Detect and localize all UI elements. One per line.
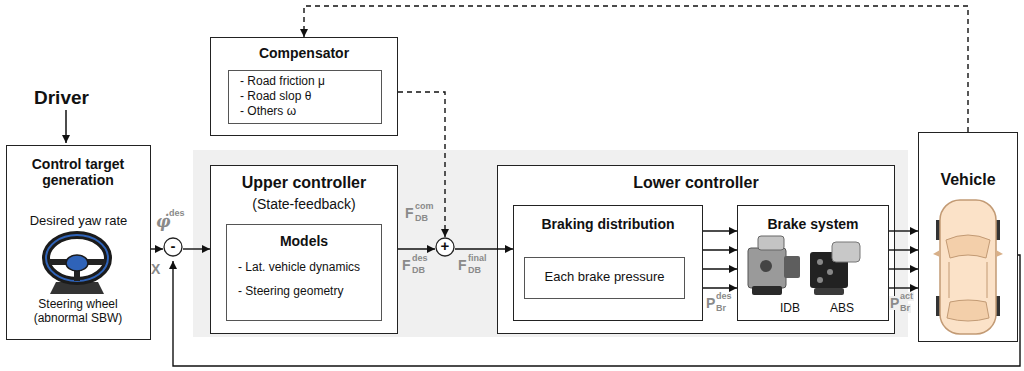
signal-symbol: φ̇ xyxy=(156,214,170,230)
controller-band xyxy=(193,150,908,337)
model-box: Models - Lat. vehicle dynamics - Steering … xyxy=(226,224,382,321)
box-text: - Others ω xyxy=(237,105,379,119)
summing-junction: - xyxy=(163,237,183,261)
box-text: ABS xyxy=(820,302,864,316)
box-title: Each brake pressure xyxy=(525,270,684,285)
box-text: Desired yaw rate xyxy=(7,214,150,229)
signal-symbol: F xyxy=(402,258,411,272)
signal-subscript: DB xyxy=(415,214,428,223)
box-text: Steering wheel (abnormal SBW) xyxy=(24,298,132,326)
signal-superscript: final xyxy=(468,254,487,263)
signal-superscript: com xyxy=(415,202,434,211)
signal-superscript: des xyxy=(716,292,732,301)
signal-arrow xyxy=(889,287,918,288)
signal-arrow xyxy=(889,249,918,250)
signal-superscript: act xyxy=(899,292,914,301)
driver-arrow xyxy=(65,110,67,143)
signal-superscript: des xyxy=(169,209,185,218)
box-text: - Lat. vehicle dynamics xyxy=(235,261,379,275)
signal-subscript: DB xyxy=(412,266,425,275)
signal-arrow xyxy=(703,230,737,231)
actor-label: Driver xyxy=(34,88,89,107)
box-title: Braking distribution xyxy=(514,216,702,232)
signal-arrow xyxy=(173,255,1020,366)
box-title: Brake system xyxy=(738,216,888,232)
box-title: - xyxy=(163,237,183,255)
idb-unit-icon xyxy=(748,236,800,295)
abs-unit-icon xyxy=(810,242,860,295)
signal-arrow xyxy=(398,248,435,249)
box-text: IDB xyxy=(768,302,812,316)
signal-symbol: X xyxy=(151,262,160,276)
disturbance-list: - Road friction μ- Road slop θ- Others ω xyxy=(228,70,382,124)
signal-superscript: des xyxy=(412,254,428,263)
signal-symbol: F xyxy=(458,258,467,272)
box-title: Models xyxy=(227,233,381,249)
feedback-arrow xyxy=(398,92,445,237)
target-box: Control target generationDesired yaw rat… xyxy=(6,145,151,340)
signal-arrow xyxy=(703,287,737,288)
signal-arrow xyxy=(455,248,513,249)
vehicle-box: Vehicle xyxy=(918,132,1018,342)
signal-arrow xyxy=(183,248,210,249)
signal-subscript: Br xyxy=(899,304,911,313)
box-title: Control target generation xyxy=(14,156,142,188)
signal-arrow xyxy=(703,268,737,269)
box-title: Compensator xyxy=(211,45,397,61)
box-title: Vehicle xyxy=(919,171,1017,189)
controller-box: Upper controller (State-feedback) Models - … xyxy=(210,165,398,334)
distribution-box: Braking distributionEach brake pressure xyxy=(513,205,703,321)
signal-subscript: Br xyxy=(716,304,726,313)
box-title: Lower controller xyxy=(498,174,894,192)
box-text: - Steering geometry xyxy=(235,285,379,299)
signal-symbol: P xyxy=(706,296,715,310)
car-top-view xyxy=(933,200,1003,334)
summing-junction: + xyxy=(435,237,455,261)
steering-wheel-icon xyxy=(46,235,108,294)
signal-arrow xyxy=(889,268,918,269)
box-title: + xyxy=(435,237,455,255)
signal-arrow xyxy=(703,249,737,250)
signal-subscript: DB xyxy=(468,266,481,275)
signal-arrow xyxy=(151,248,163,249)
feedback-arrow xyxy=(304,6,968,132)
pressure-box: Each brake pressure xyxy=(524,257,685,299)
controller-box: Lower controllerBraking distributionEach… xyxy=(497,165,895,334)
box-text: - Road slop θ xyxy=(237,90,379,104)
signal-arrow xyxy=(889,230,918,231)
box-title: - Road friction μ xyxy=(237,75,379,89)
box-title: Upper controller xyxy=(211,174,397,192)
brake-system-box: Brake systemIDB ABS xyxy=(737,205,889,321)
compensator-box: Compensator - Road friction μ- Road slop … xyxy=(210,37,398,136)
signal-symbol: F xyxy=(405,206,414,220)
box-text: (State-feedback) xyxy=(211,196,397,212)
